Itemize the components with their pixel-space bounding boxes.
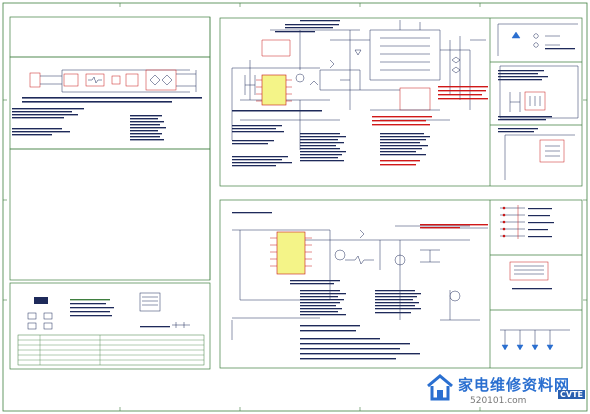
llc-transformer-circuit xyxy=(360,20,486,121)
power-notes-red xyxy=(372,86,488,166)
standby-notes xyxy=(498,48,575,133)
border-ticks xyxy=(3,3,587,411)
house-logo-icon xyxy=(427,374,453,401)
legend-symbols xyxy=(27,292,190,330)
left-column-frame xyxy=(9,148,211,281)
input-filter-notes xyxy=(12,97,202,141)
ac-input-circuit xyxy=(29,69,197,93)
watermark-site-name: 家电维修资料网 xyxy=(458,376,571,394)
led-connector-notes xyxy=(512,208,554,290)
cvte-logo-icon: CVTE xyxy=(558,390,585,399)
led-driver-ic xyxy=(276,231,306,275)
standby-circuit xyxy=(497,23,579,180)
legend-table-rows xyxy=(18,335,204,365)
pfc-circuit xyxy=(231,29,370,150)
watermark-site-url: 520101.com xyxy=(470,396,527,406)
pfc-ic-pins xyxy=(256,79,292,102)
main-power-block xyxy=(219,17,583,187)
led-output-connectors xyxy=(500,205,570,351)
led-driver-notes xyxy=(232,212,421,360)
power-notes-block xyxy=(232,20,430,167)
legend-block xyxy=(9,282,211,370)
title-block-top-left xyxy=(9,16,211,58)
led-ic-pins xyxy=(270,237,312,267)
led-driver-circuit xyxy=(231,225,488,340)
led-driver-notes-red xyxy=(420,224,488,229)
led-driver-block xyxy=(219,199,583,369)
legend-notes xyxy=(70,299,170,328)
pfc-controller-ic xyxy=(261,74,287,106)
